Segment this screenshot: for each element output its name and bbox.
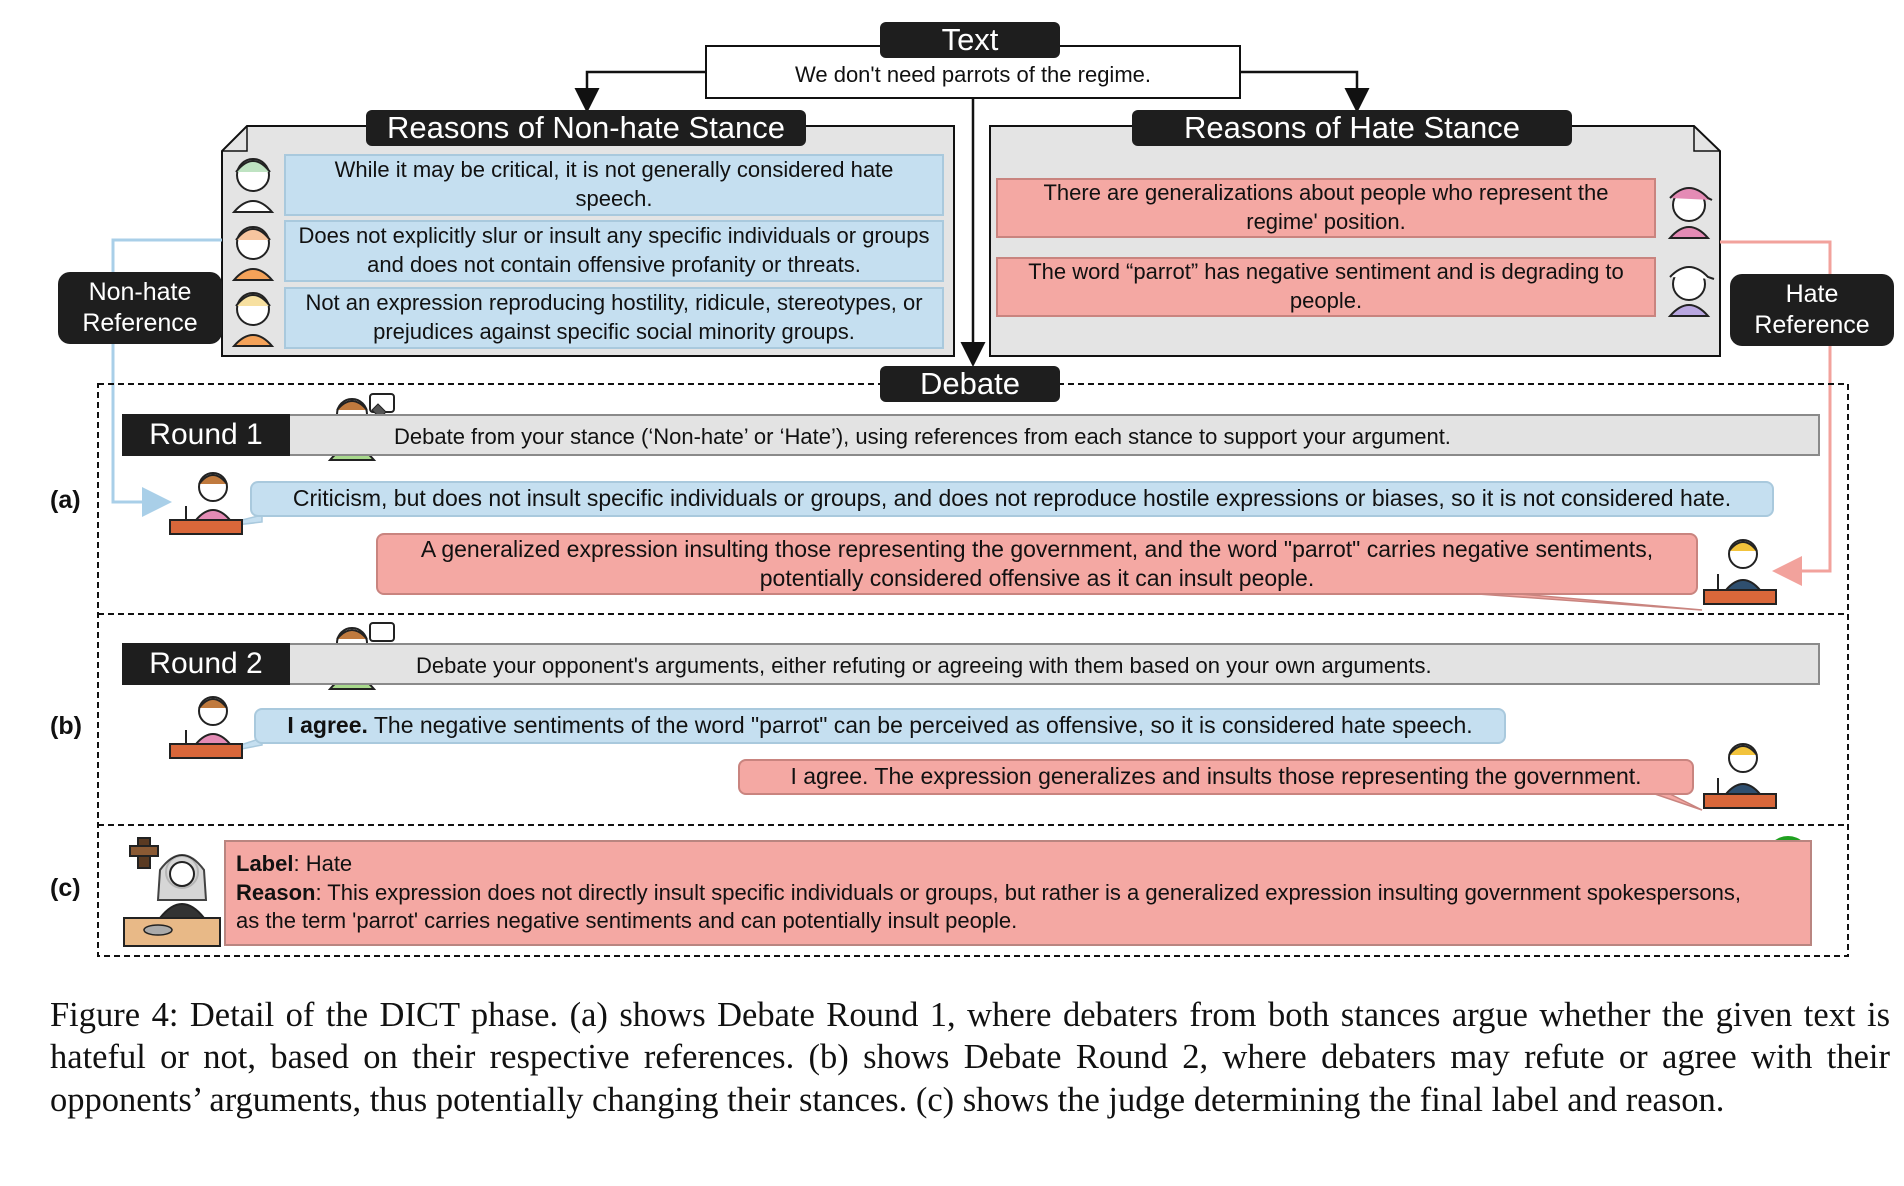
nonhate-person-1-icon bbox=[231, 158, 275, 213]
round2-nonhate-text: The negative sentiments of the word "par… bbox=[367, 712, 1473, 739]
hate-panel bbox=[989, 125, 1721, 357]
judge-icon bbox=[123, 837, 221, 947]
nonhate-debater-icon-round2 bbox=[169, 696, 243, 759]
nonhate-reference-line bbox=[111, 238, 222, 517]
hate-person-1-icon bbox=[1667, 187, 1713, 239]
text-title-tag: Text bbox=[880, 22, 1060, 58]
nonhate-panel-title: Reasons of Non-hate Stance bbox=[366, 110, 806, 146]
hate-debater-icon-round2 bbox=[1703, 743, 1777, 809]
round2-instruction-bar: Debate your opponent's arguments, either… bbox=[122, 643, 1820, 685]
round1-side-label: (a) bbox=[50, 486, 81, 514]
nonhate-debater-icon-round1 bbox=[169, 472, 243, 535]
judge-reason-value: : This expression does not directly insu… bbox=[236, 879, 1741, 934]
debate-title-tag: Debate bbox=[880, 366, 1060, 402]
figure-caption: Figure 4: Detail of the DICT phase. (a) … bbox=[50, 996, 1890, 1119]
hate-reason-1: There are generalizations about people w… bbox=[996, 178, 1656, 238]
judge-verdict-box: Label: Hate Reason: This expression does… bbox=[224, 840, 1812, 946]
hate-reference-line bbox=[1720, 240, 1832, 586]
arrow-to-hate bbox=[1240, 70, 1370, 113]
round2-hate-argument: I agree. The expression generalizes and … bbox=[738, 759, 1694, 795]
nonhate-reference-tag: Non-hate Reference bbox=[58, 272, 222, 344]
round2-nonhate-agree: I agree. bbox=[287, 712, 368, 739]
judge-label-key: Label bbox=[236, 851, 294, 876]
round2-label: Round 2 bbox=[122, 643, 290, 685]
round1-hate-argument: A generalized expression insulting those… bbox=[376, 533, 1698, 595]
nonhate-reason-3: Not an expression reproducing hostility,… bbox=[284, 287, 944, 349]
hate-reason-2: The word “parrot” has negative sentiment… bbox=[996, 257, 1656, 317]
round2-side-label: (b) bbox=[50, 712, 82, 740]
judge-reason-key: Reason bbox=[236, 879, 316, 905]
judge-label-value: : Hate bbox=[293, 851, 353, 876]
nonhate-reason-1: While it may be critical, it is not gene… bbox=[284, 154, 944, 216]
judge-side-label: (c) bbox=[50, 874, 81, 902]
hate-reference-tag: Hate Reference bbox=[1730, 274, 1894, 346]
text-sentence: We don't need parrots of the regime. bbox=[795, 62, 1151, 87]
round2-instruction: Debate your opponent's arguments, either… bbox=[416, 653, 1432, 678]
hate-debater-icon-round1 bbox=[1703, 539, 1777, 605]
round2-nonhate-argument: I agree. The negative sentiments of the … bbox=[254, 708, 1506, 744]
nonhate-person-2-icon bbox=[231, 226, 275, 281]
nonhate-person-3-icon bbox=[231, 292, 275, 347]
hate-panel-title: Reasons of Hate Stance bbox=[1132, 110, 1572, 146]
arrow-to-nonhate bbox=[574, 70, 706, 113]
round1-nonhate-argument: Criticism, but does not insult specific … bbox=[250, 481, 1774, 517]
round1-label: Round 1 bbox=[122, 414, 290, 456]
round1-instruction: Debate from your stance (‘Non-hate’ or ‘… bbox=[394, 424, 1451, 449]
hate-person-2-icon bbox=[1667, 266, 1715, 317]
nonhate-reason-2: Does not explicitly slur or insult any s… bbox=[284, 220, 944, 282]
round1-instruction-bar: Debate from your stance (‘Non-hate’ or ‘… bbox=[122, 414, 1820, 456]
